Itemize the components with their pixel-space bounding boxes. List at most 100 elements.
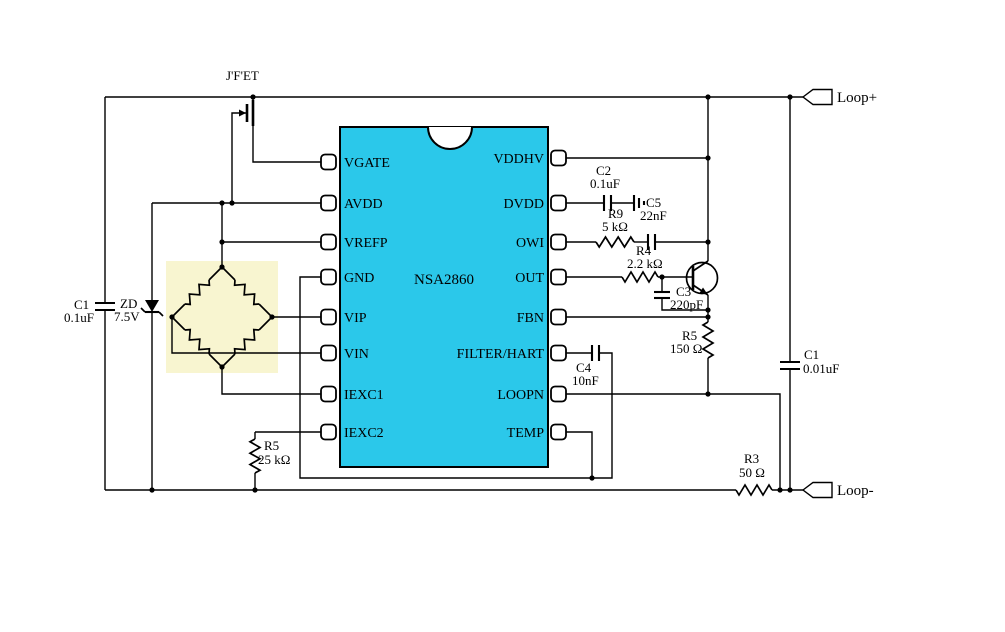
transistor-circle [685, 261, 719, 295]
capacitor-c2: C2 0.1uF [590, 163, 620, 211]
pin-square-vrefp [320, 233, 337, 251]
wire [661, 298, 708, 311]
ic-left-pins: VGATE AVDD VREFP GND VIP VIN IEXC1 IEXC2 [320, 153, 390, 441]
pin-label-vddhv: VDDHV [493, 152, 544, 167]
c4-value: 10nF [572, 373, 599, 388]
r3-ref: R3 [744, 451, 759, 466]
r4-ref: R4 [636, 243, 652, 258]
r5-loop-ref: R5 [682, 328, 697, 343]
junction-dots [149, 94, 793, 493]
c1-loop-value: 0.01uF [803, 361, 839, 376]
r5-loop-value: 150 Ω [670, 341, 702, 356]
bridge-lead [258, 303, 273, 318]
pin-label-iexc2: IEXC2 [344, 426, 384, 441]
c3-value: 220pF [670, 297, 703, 312]
bridge-lead [171, 303, 186, 318]
resistor-zigzag [701, 321, 715, 359]
ic-nsa2860: NSA2860 [339, 126, 549, 468]
pin-square-out [550, 268, 567, 286]
pin-label-iexc1: IEXC1 [344, 388, 384, 403]
pin-label-vgate: VGATE [344, 156, 390, 171]
jfet-gate-arrow [239, 109, 246, 117]
wire [171, 317, 321, 354]
pin-label-gnd: GND [344, 271, 374, 286]
pin-label-filter-hart: FILTER/HART [457, 347, 545, 362]
jfet-transistor: J'F'ET [226, 68, 259, 126]
wire [252, 126, 321, 163]
pin-square-vin [320, 344, 337, 362]
wire [566, 393, 781, 490]
bridge-lead [221, 353, 236, 368]
transistor-emitter-arrow [699, 287, 708, 295]
resistor-r3: R3 50 Ω [735, 451, 773, 497]
bridge-resistor [184, 279, 211, 306]
bridge-resistor [233, 328, 260, 355]
r5-exc-ref: R5 [264, 438, 279, 453]
r9-ref: R9 [608, 206, 623, 221]
pin-square-gnd [320, 268, 337, 286]
ic-right-pins: VDDHV DVDD OWI OUT FBN FILTER/HART LOOPN… [457, 149, 567, 441]
zener-tail [158, 311, 164, 317]
pin-square-dvdd [550, 194, 567, 212]
bridge-lead [171, 316, 186, 331]
loop-plus-label: Loop+ [837, 90, 877, 106]
c3-ref: C3 [676, 284, 691, 299]
ic-notch [427, 126, 473, 150]
pin-label-out: OUT [515, 271, 544, 286]
loop-plus-flag [801, 88, 833, 106]
bridge-highlight [166, 261, 278, 373]
pin-label-vip: VIP [344, 311, 367, 326]
zener-triangle [145, 300, 159, 312]
wire [299, 276, 613, 479]
pin-square-vddhv [550, 149, 567, 167]
resistor-r4: R4 2.2 kΩ [621, 243, 663, 284]
c5-ref: C5 [646, 195, 661, 210]
capacitor-c1-loop: C1 0.01uF [780, 347, 839, 376]
loop-minus-label: Loop- [837, 483, 874, 499]
resistor-r5-excitation: R5 25 kΩ [248, 438, 290, 474]
resistor-zigzag [595, 235, 635, 249]
c5-value: 22nF [640, 208, 667, 223]
zd-ref: ZD [120, 296, 137, 311]
pin-square-vip [320, 308, 337, 326]
zener-diode: ZD 7.5V [114, 296, 164, 324]
ground-symbol [632, 195, 646, 211]
pin-label-dvdd: DVDD [504, 197, 544, 212]
r3-value: 50 Ω [739, 465, 765, 480]
ic-label: NSA2860 [414, 272, 474, 288]
c1-loop-ref: C1 [804, 347, 819, 362]
pin-label-vin: VIN [344, 347, 369, 362]
jfet-label: J'F'ET [226, 68, 259, 83]
zener-tail [140, 307, 146, 313]
wires [104, 96, 803, 491]
loop-minus-flag [801, 481, 833, 499]
ic-body [339, 126, 549, 468]
bridge-lead [208, 266, 223, 281]
c2-value: 0.1uF [590, 176, 620, 191]
pin-square-iexc2 [320, 423, 337, 441]
r4-value: 2.2 kΩ [627, 256, 663, 271]
pin-label-loopn: LOOPN [497, 388, 544, 403]
bridge-lead [208, 353, 223, 368]
capacitor-c1-left: C1 0.1uF [64, 297, 115, 325]
pin-square-loopn [550, 385, 567, 403]
bridge-resistor [184, 328, 211, 355]
c1-left-value: 0.1uF [64, 310, 94, 325]
npn-transistor [685, 260, 719, 296]
zd-value: 7.5V [114, 309, 140, 324]
capacitor-c5: C5 22nF [640, 195, 667, 250]
pin-square-temp [550, 423, 567, 441]
pin-label-fbn: FBN [517, 311, 544, 326]
c2-ref: C2 [596, 163, 611, 178]
c4-ref: C4 [576, 360, 592, 375]
pin-label-owi: OWI [516, 236, 544, 251]
resistor-zigzag [248, 438, 262, 474]
capacitor-c4: C4 10nF [572, 345, 601, 388]
pin-square-fbn [550, 308, 567, 326]
resistor-r5-loop: R5 150 Ω [670, 321, 715, 359]
pin-square-owi [550, 233, 567, 251]
c1-left-ref: C1 [74, 297, 89, 312]
pin-square-filter-hart [550, 344, 567, 362]
